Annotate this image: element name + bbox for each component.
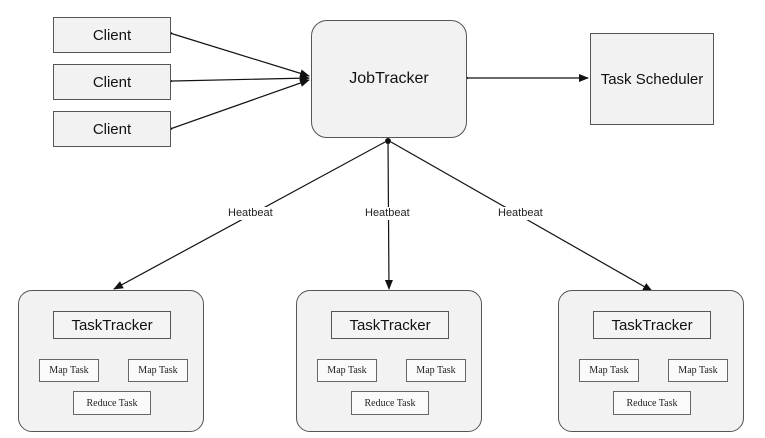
map-task-box: Map Task <box>39 359 99 382</box>
map-task-box: Map Task <box>668 359 728 382</box>
heartbeat-label-2: Heatbeat <box>363 207 412 220</box>
tasktracker-node-2: TaskTracker Map Task Map Task Reduce Tas… <box>296 290 482 432</box>
map-task-box: Map Task <box>317 359 377 382</box>
client-box-3: Client <box>53 111 171 147</box>
task-scheduler-label: Task Scheduler <box>600 70 704 88</box>
map-task-label: Map Task <box>678 365 718 376</box>
arrow-client-1 <box>163 27 310 78</box>
jobtracker-label: JobTracker <box>349 70 429 87</box>
reduce-task-label: Reduce Task <box>626 397 678 409</box>
reduce-task-box: Reduce Task <box>351 391 429 415</box>
map-task-box: Map Task <box>406 359 466 382</box>
map-task-box: Map Task <box>128 359 188 382</box>
client-label: Client <box>92 120 132 138</box>
tasktracker-label: TaskTracker <box>71 316 153 334</box>
reduce-task-label: Reduce Task <box>364 397 416 409</box>
jobtracker-box: JobTracker <box>311 20 467 138</box>
client-box-1: Client <box>53 17 171 53</box>
map-task-label: Map Task <box>138 365 178 376</box>
map-task-box: Map Task <box>579 359 639 382</box>
map-task-label: Map Task <box>589 365 629 376</box>
reduce-task-box: Reduce Task <box>73 391 151 415</box>
task-scheduler-box: Task Scheduler <box>590 33 714 125</box>
map-task-label: Map Task <box>416 365 456 376</box>
heartbeat-label-1: Heatbeat <box>226 207 275 220</box>
arrow-client-3 <box>163 79 310 135</box>
map-task-label: Map Task <box>49 365 89 376</box>
tasktracker-box: TaskTracker <box>53 311 171 339</box>
tasktracker-box: TaskTracker <box>331 311 449 339</box>
reduce-task-label: Reduce Task <box>86 397 138 409</box>
heartbeat-label-3: Heatbeat <box>496 207 545 220</box>
tasktracker-node-1: TaskTracker Map Task Map Task Reduce Tas… <box>18 290 204 432</box>
client-label: Client <box>92 26 132 44</box>
client-label: Client <box>92 73 132 91</box>
tasktracker-node-3: TaskTracker Map Task Map Task Reduce Tas… <box>558 290 744 432</box>
client-box-2: Client <box>53 64 171 100</box>
reduce-task-box: Reduce Task <box>613 391 691 415</box>
tasktracker-label: TaskTracker <box>611 316 693 334</box>
arrow-client-2 <box>163 74 310 86</box>
tasktracker-label: TaskTracker <box>349 316 431 334</box>
tasktracker-box: TaskTracker <box>593 311 711 339</box>
map-task-label: Map Task <box>327 365 367 376</box>
